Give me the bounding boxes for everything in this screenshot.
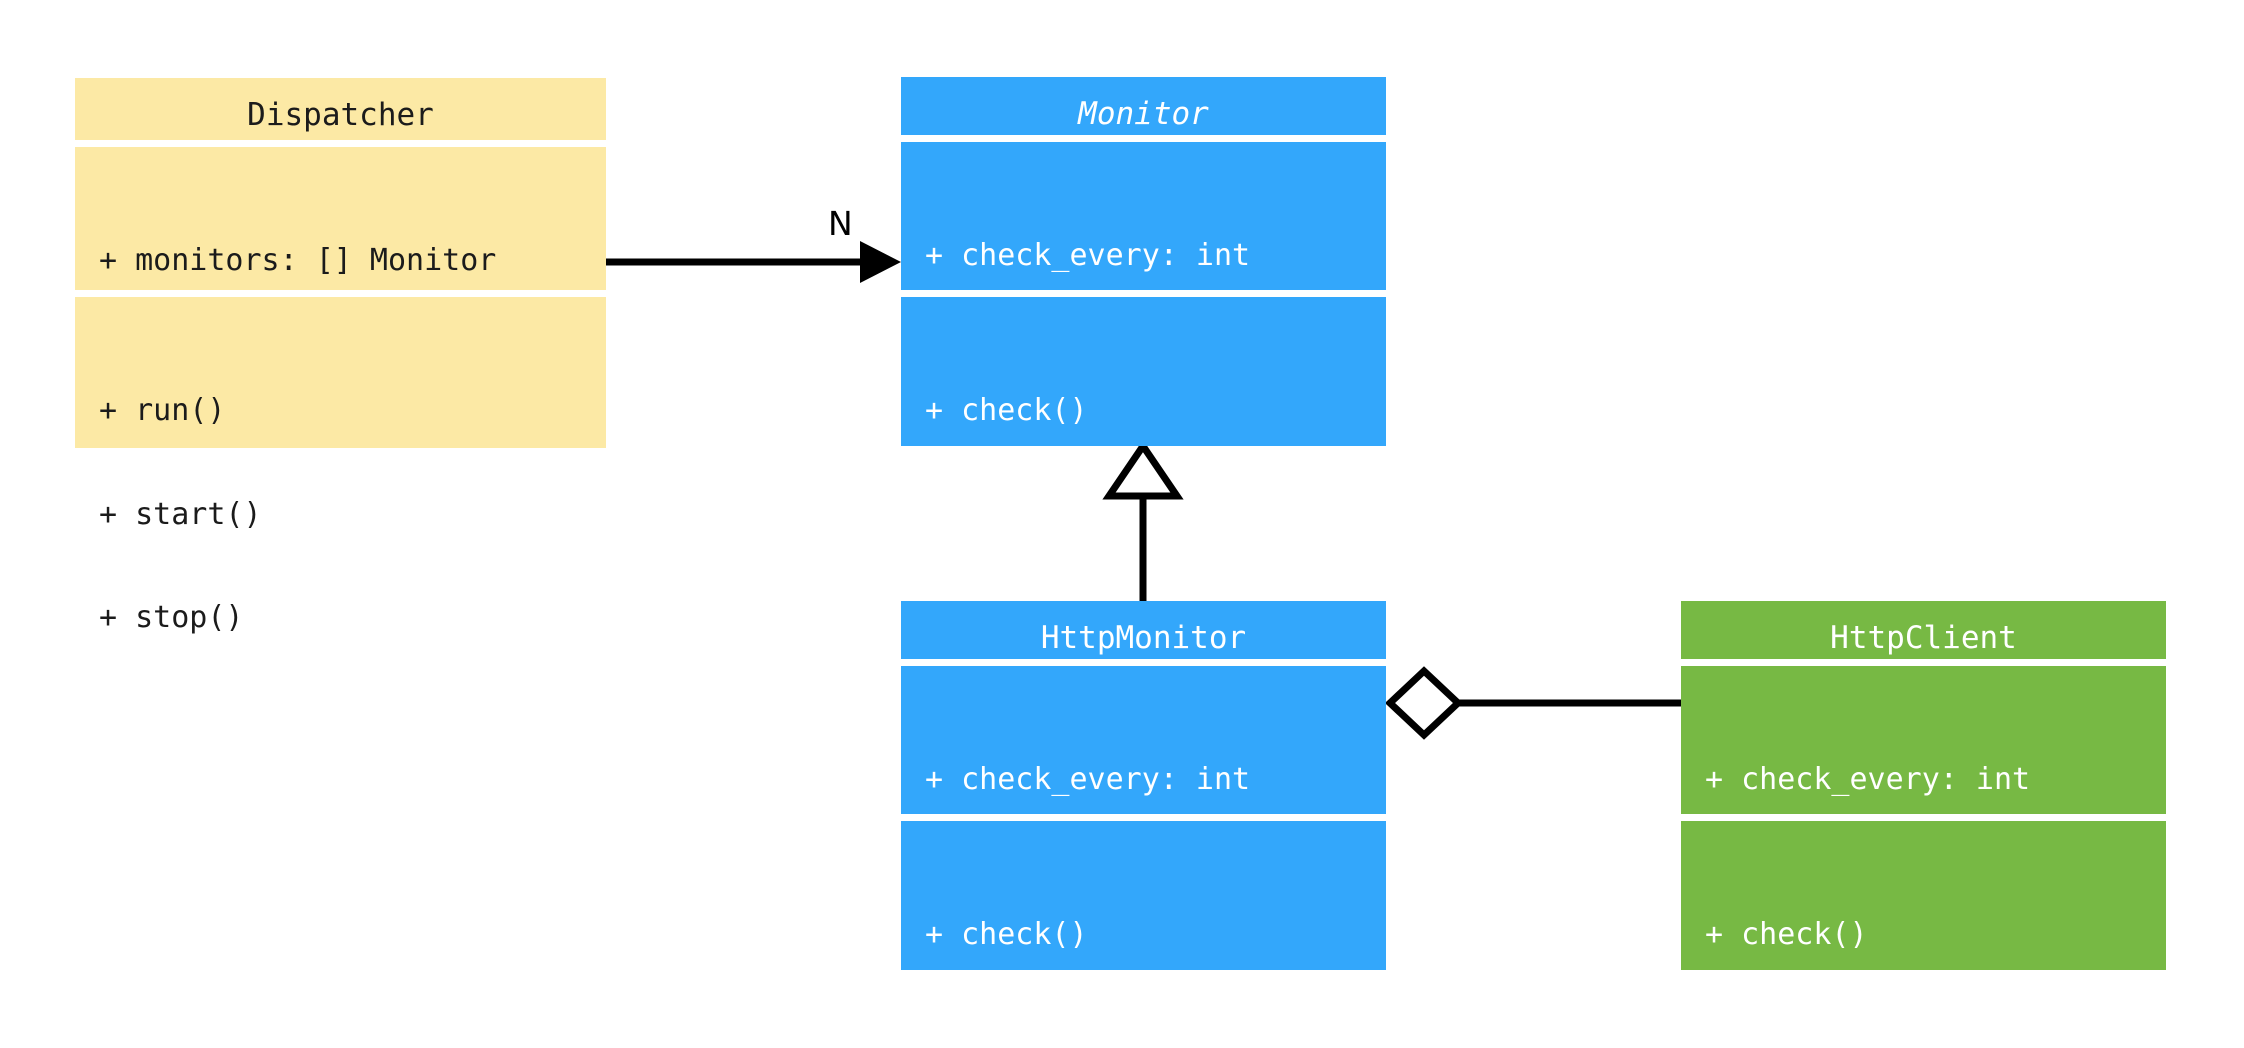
class-box-dispatcher[interactable]: Dispatcher + monitors: [] Monitor + run(… [75,78,606,635]
attribute-row: + monitors: [] Monitor [99,243,497,278]
class-box-httpmonitor[interactable]: HttpMonitor + check_every: int + check() [901,601,1386,970]
class-box-monitor[interactable]: Monitor + check_every: int + check() [901,77,1386,446]
class-methods-compartment-httpmonitor: + check() [901,821,1386,970]
method-row: + run() [99,393,226,428]
class-box-httpclient[interactable]: HttpClient + check_every: int + check() [1681,601,2166,970]
method-row: + stop() [99,600,244,635]
class-attributes-compartment-httpclient: + check_every: int [1681,666,2166,814]
aggregation-httpmonitor-httpclient [1384,666,1681,740]
class-title-compartment-dispatcher: Dispatcher [75,78,606,140]
class-attributes-compartment-dispatcher: + monitors: [] Monitor [75,147,606,290]
method-row: + start() [99,496,262,532]
class-name-dispatcher: Dispatcher [247,97,434,133]
attribute-row: + check_every: int [925,762,1251,797]
method-row: + check() [1705,917,1868,952]
multiplicity-label-n: N [828,204,853,243]
filled-arrow-icon [860,241,901,283]
association-dispatcher-monitor [606,241,901,283]
attribute-row: + check_every: int [1705,762,2031,797]
class-attributes-compartment-httpmonitor: + check_every: int [901,666,1386,814]
class-methods-compartment-dispatcher: + run() + start() + stop() [75,297,606,635]
class-attributes-compartment-monitor: + check_every: int [901,142,1386,290]
class-name-httpclient: HttpClient [1830,620,2017,656]
attribute-row: + check_every: int [925,238,1251,273]
class-methods-compartment-monitor: + check() [901,297,1386,446]
class-title-compartment-httpmonitor: HttpMonitor [901,601,1386,659]
class-methods-compartment-httpclient: + check() [1681,821,2166,970]
method-row: + check() [925,393,1088,428]
hollow-diamond-icon [1384,666,1464,740]
class-title-compartment-httpclient: HttpClient [1681,601,2166,659]
class-name-httpmonitor: HttpMonitor [1040,620,1247,656]
class-name-monitor: Monitor [1078,96,1209,132]
class-title-compartment-monitor: Monitor [901,77,1386,135]
method-row: + check() [925,917,1088,952]
